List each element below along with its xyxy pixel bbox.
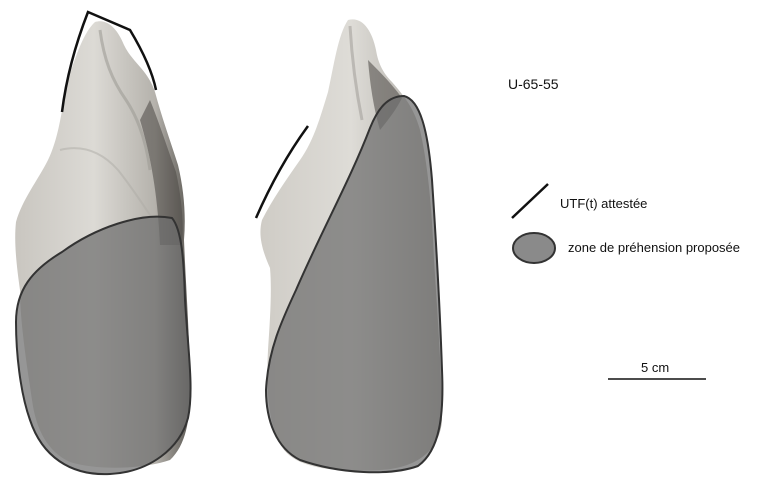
specimen-id-label: U-65-55 bbox=[508, 76, 559, 92]
legend-grip-zone-symbol bbox=[513, 233, 555, 263]
legend-grip-zone-label: zone de préhension proposée bbox=[568, 240, 740, 255]
specimen-view-left bbox=[15, 12, 190, 474]
legend bbox=[512, 184, 555, 263]
scale-bar-label: 5 cm bbox=[641, 360, 669, 375]
specimen-view-right bbox=[256, 19, 442, 472]
legend-utf-label: UTF(t) attestée bbox=[560, 196, 647, 211]
legend-utf-symbol bbox=[512, 184, 548, 218]
